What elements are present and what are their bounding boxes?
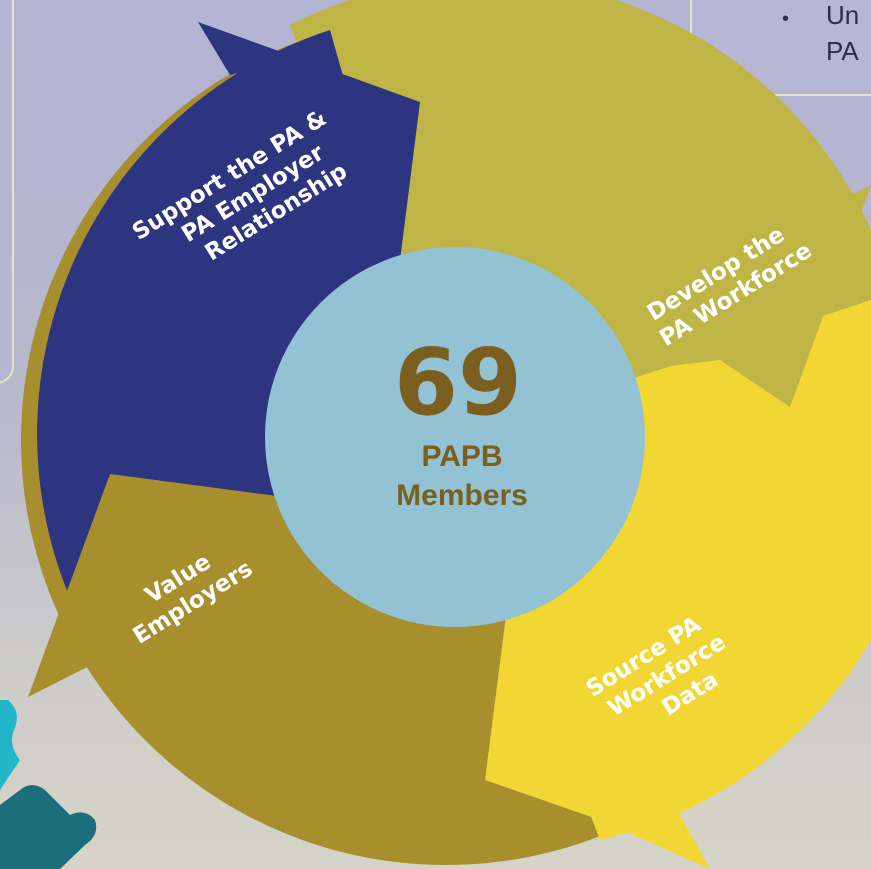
arrow-source: [485, 545, 710, 869]
puzzle-icon: [0, 700, 97, 869]
member-count: 69: [394, 329, 522, 436]
center-label-line-1: PAPB: [421, 440, 502, 473]
right-note-line-1: Un: [826, 0, 860, 30]
right-note-line-2: PA: [826, 36, 859, 66]
arrow-support: [198, 22, 420, 340]
bullet-marker: •: [782, 8, 790, 30]
center-label-line-2: Members: [396, 479, 528, 512]
arrow-develop: [555, 185, 871, 407]
center-circle: [265, 247, 645, 627]
arrow-value: [28, 474, 345, 697]
